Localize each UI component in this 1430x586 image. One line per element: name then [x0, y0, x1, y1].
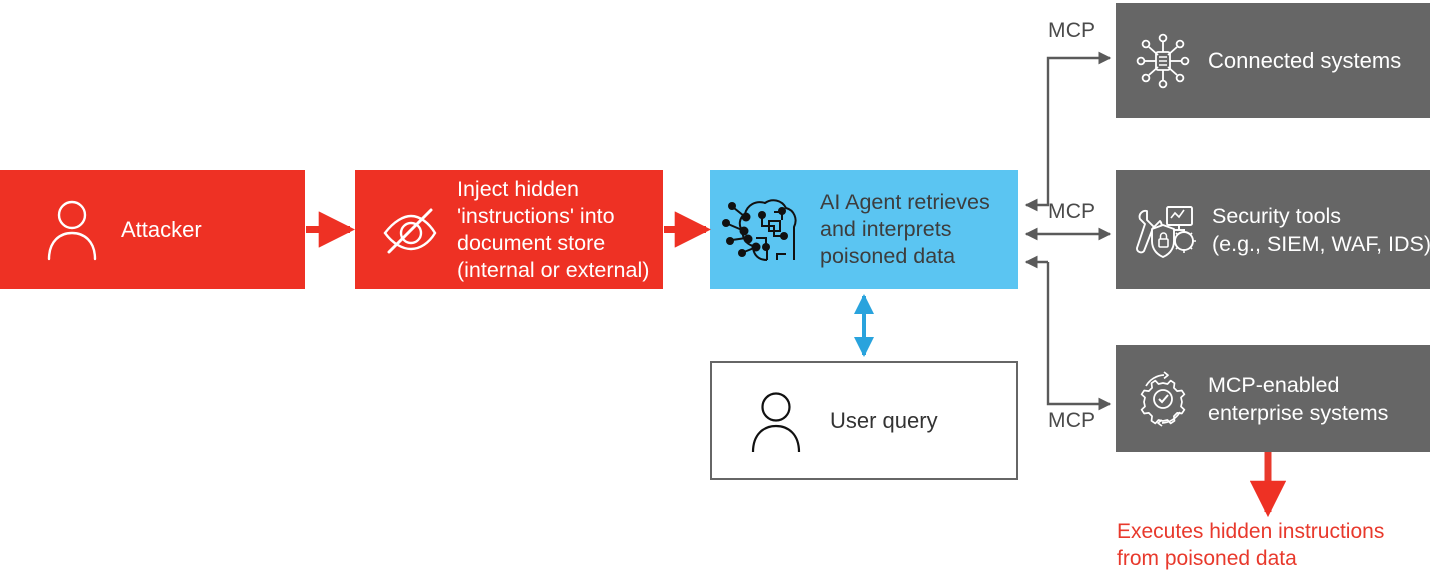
connector-label-mcp-top: MCP	[1048, 19, 1096, 42]
connector-label-mcp-middle: MCP	[1048, 200, 1096, 223]
node-user-query[interactable]: User query	[710, 361, 1018, 480]
node-attacker[interactable]: Attacker	[0, 170, 305, 289]
node-inject-instructions[interactable]: Inject hidden 'instructions' into docume…	[355, 170, 663, 289]
person-icon	[45, 199, 99, 261]
node-user-query-label: User query	[830, 407, 938, 433]
ai-brain-circuit-icon	[722, 194, 804, 266]
node-connected-systems-label: Connected systems	[1208, 47, 1402, 73]
security-tools-icon	[1134, 201, 1196, 259]
node-inject-instructions-label: Inject hidden 'instructions' into docume…	[457, 176, 650, 282]
arrow-connected-systems-to-agent	[1024, 198, 1050, 212]
eye-slash-icon	[377, 204, 439, 256]
node-ai-agent-label: AI Agent retrieves and interprets poison…	[820, 190, 990, 268]
gear-check-cycle-icon	[1134, 370, 1192, 428]
node-mcp-enterprise-systems[interactable]: MCP-enabled enterprise systems	[1116, 345, 1430, 452]
node-connected-systems[interactable]: Connected systems	[1116, 3, 1430, 118]
network-hub-icon	[1134, 32, 1192, 90]
node-mcp-enterprise-systems-label: MCP-enabled enterprise systems	[1208, 372, 1389, 425]
node-ai-agent[interactable]: AI Agent retrieves and interprets poison…	[710, 170, 1018, 289]
node-security-tools-label: Security tools (e.g., SIEM, WAF, IDS)	[1212, 203, 1430, 256]
node-attacker-label: Attacker	[121, 216, 202, 242]
outcome-caption: Executes hidden instructions from poison…	[1117, 520, 1385, 570]
node-security-tools[interactable]: Security tools (e.g., SIEM, WAF, IDS)	[1116, 170, 1430, 289]
arrow-agent-to-mcp-enterprise	[1046, 262, 1112, 411]
arrow-agent-to-connected-systems	[1046, 51, 1112, 200]
connector-label-mcp-bottom: MCP	[1048, 409, 1096, 432]
person-icon	[750, 390, 802, 452]
